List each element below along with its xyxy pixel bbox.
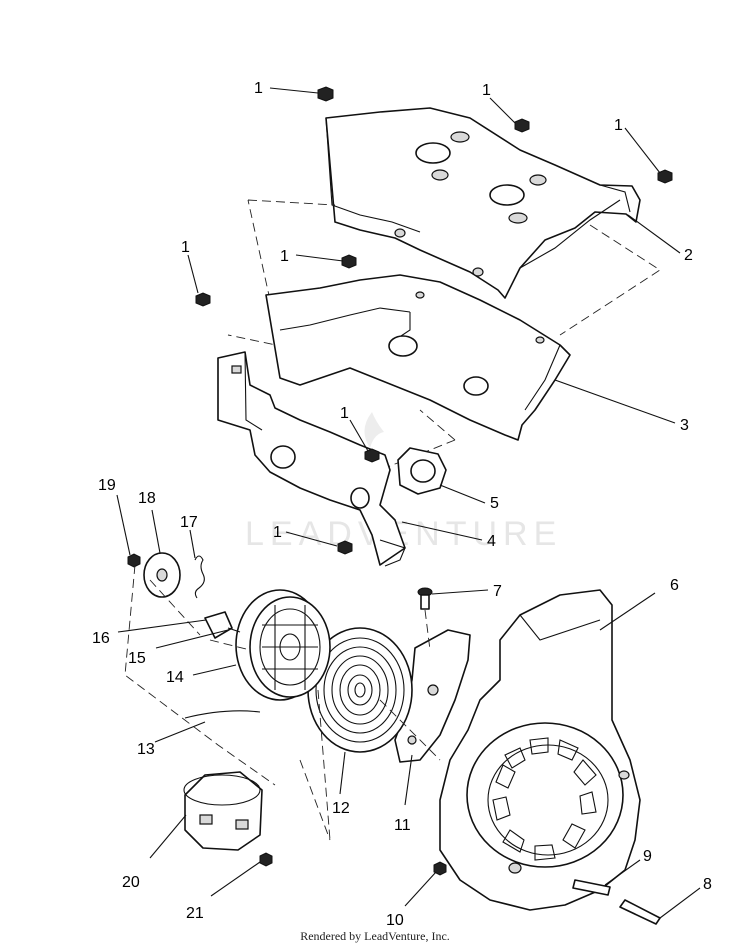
- part-19-nut: [127, 553, 141, 568]
- part-3-middle-shroud: [265, 274, 571, 441]
- callout-21: 21: [186, 905, 204, 922]
- callout-7: 7: [493, 583, 502, 600]
- callout-13: 13: [137, 741, 155, 758]
- callout-6: 6: [670, 577, 679, 594]
- callout-numbers: 1 1 1 1 1 1 1 2 3 4 5 6 7 8 9 10 11 12 1…: [92, 80, 712, 929]
- callout-1-c: 1: [614, 117, 623, 134]
- callout-12: 12: [332, 800, 350, 817]
- callout-2: 2: [684, 247, 693, 264]
- part-12-recoil-spring: [307, 627, 413, 753]
- part-7-bolt: [417, 587, 433, 610]
- part-5-gasket: [397, 447, 447, 495]
- callout-3: 3: [680, 417, 689, 434]
- part-10-nut: [433, 861, 447, 876]
- callout-14: 14: [166, 669, 184, 686]
- part-4-side-panel: [217, 351, 406, 567]
- callout-1-d: 1: [280, 248, 289, 265]
- callout-1-e: 1: [181, 239, 190, 256]
- part-21-screw: [259, 852, 273, 867]
- callout-16: 16: [92, 630, 110, 647]
- watermark-flame-icon: [364, 412, 384, 448]
- callout-11: 11: [394, 817, 411, 834]
- part-20-cup: [183, 771, 263, 851]
- callout-15: 15: [128, 650, 146, 667]
- part-14-pulley: [235, 589, 331, 701]
- callout-17: 17: [180, 514, 198, 531]
- part-15-pin: [227, 627, 241, 633]
- part-16-pawl: [204, 611, 233, 639]
- callout-1-g: 1: [273, 524, 282, 541]
- callout-9: 9: [643, 848, 652, 865]
- credit-footer: Rendered by LeadVenture, Inc.: [300, 929, 450, 943]
- part-13-rope: [184, 710, 261, 719]
- callout-18: 18: [138, 490, 156, 507]
- callout-5: 5: [490, 495, 499, 512]
- callout-10: 10: [386, 912, 404, 929]
- callout-4: 4: [487, 533, 496, 550]
- part-9-clip: [572, 879, 611, 896]
- small-ratchet-parts: [127, 552, 241, 639]
- part-8-bolt: [619, 899, 661, 925]
- callout-20: 20: [122, 874, 140, 891]
- callout-1-f: 1: [340, 405, 349, 422]
- part-6-blower-housing: [439, 589, 641, 911]
- callout-19: 19: [98, 477, 116, 494]
- callout-1-b: 1: [482, 82, 491, 99]
- part-17-spring: [194, 555, 205, 599]
- part-2-top-shroud: [325, 107, 641, 299]
- callout-1-a: 1: [254, 80, 263, 97]
- callout-8: 8: [703, 876, 712, 893]
- leader-lines: [116, 87, 701, 919]
- part-1-bolts: [195, 86, 673, 555]
